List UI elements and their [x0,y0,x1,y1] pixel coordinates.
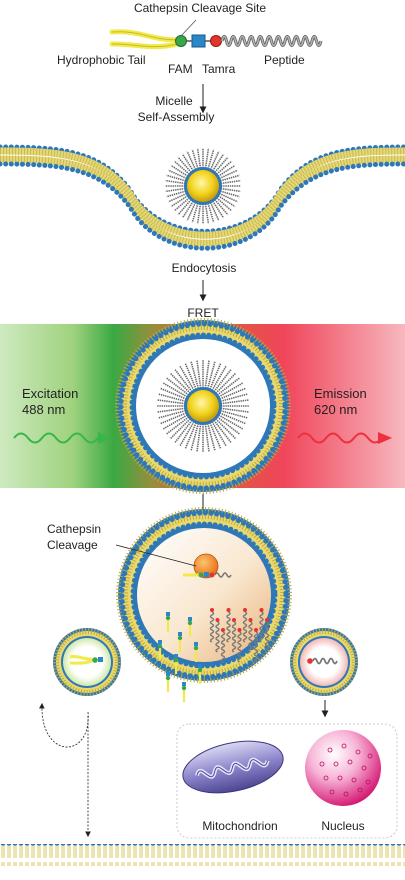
emission-label-line2: 620 nm [314,402,357,417]
cathepsin-label-line1: Cathepsin [47,522,101,536]
emission-label-line1: Emission [314,386,367,401]
cleavage-linker [191,34,206,48]
peptide-label: Peptide [264,53,305,67]
fret-endosome [115,318,291,494]
recycle-arrow [39,702,89,748]
cathepsin-enzyme [193,553,219,579]
emission-wave-icon [297,432,383,444]
fam-vesicle [53,628,121,696]
bound-substrate [183,572,232,578]
micelle-label-line2: Self-Assembly [138,110,215,124]
cell-membrane-top [0,144,405,251]
nucleus-icon [305,730,381,806]
cathepsin-pointer [115,544,197,567]
mitochondrion-label: Mitochondrion [202,819,277,833]
endocytosis-label: Endocytosis [172,261,237,275]
mitochondrion-icon [182,740,284,794]
fam-label: FAM [168,62,193,76]
emission-arrowhead-icon [378,432,392,444]
cathepsin-label-line2: Cleavage [47,538,98,552]
excitation-label-line2: 488 nm [22,402,65,417]
fam-dot [175,35,187,47]
micelle-label-line1: Micelle [155,94,193,108]
molecule-schematic: Cathepsin Cleavage Site Hydrophobic Tail… [57,1,323,76]
excitation-wave-icon [13,432,99,444]
fret-micelle [157,360,249,452]
nucleus-label: Nucleus [321,819,364,833]
hydrophobic-tail-label: Hydrophobic Tail [57,53,146,67]
peptide-vesicle [290,628,358,696]
cleavage-site-label: Cathepsin Cleavage Site [134,1,266,15]
excitation-arrowhead-icon [98,432,112,444]
micelle [165,148,241,224]
excitation-label-line1: Excitation [22,386,78,401]
fret-label: FRET [187,306,219,320]
cleavage-endosome [116,507,292,683]
tamra-label: Tamra [202,62,236,76]
tamra-dot [210,35,222,47]
cell-membrane-bottom [0,844,405,866]
released-fragments [157,608,270,702]
peptide-helix [220,34,323,48]
hydrophobic-tail [109,29,181,50]
